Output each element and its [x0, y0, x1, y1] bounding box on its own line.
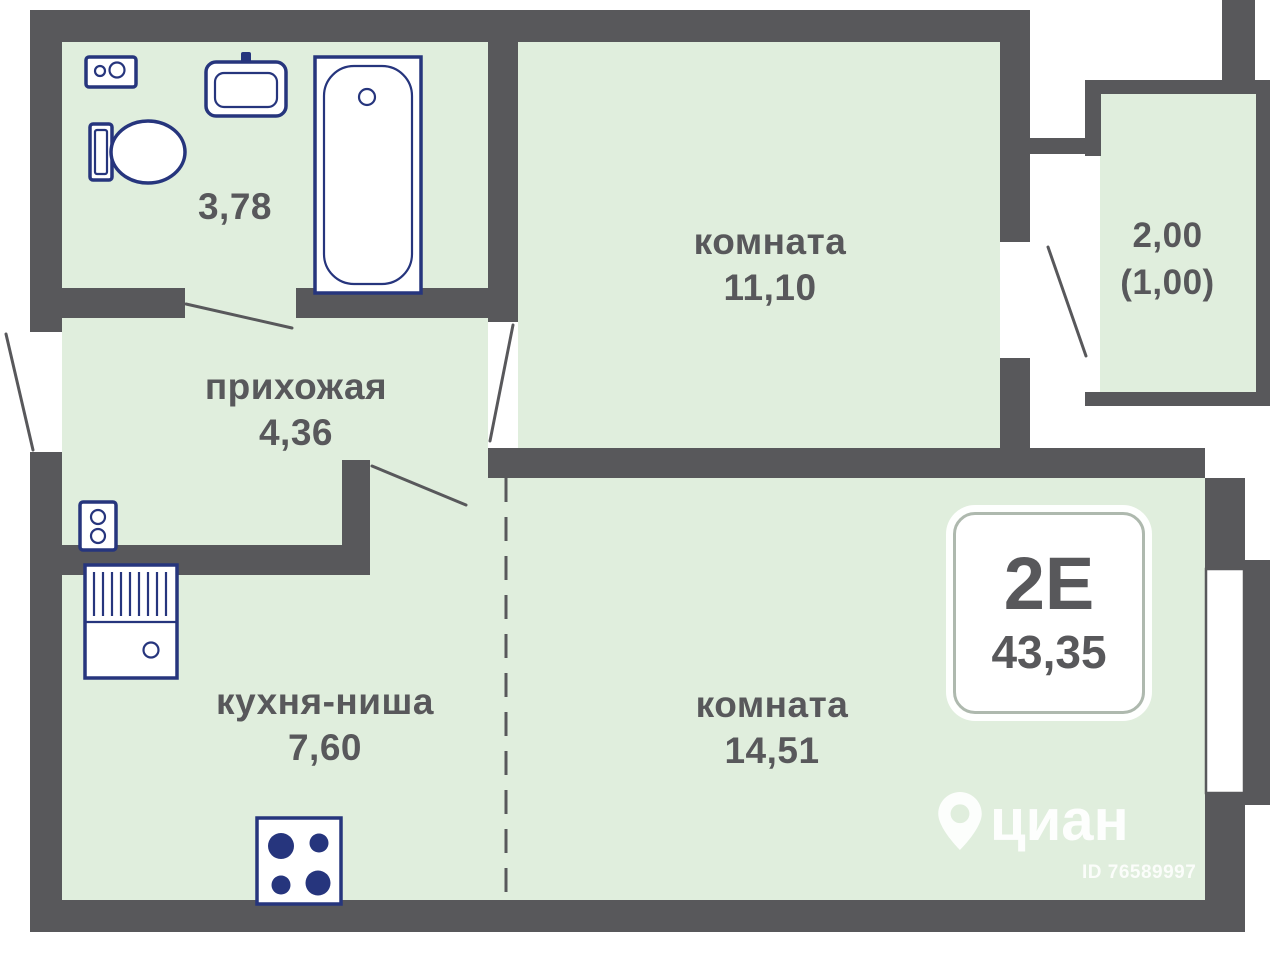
bathroom-area-label: 3,78 [197, 186, 272, 227]
room-bottom-label: комната [695, 684, 849, 725]
walls [30, 0, 1270, 932]
toilet-icon [88, 119, 187, 185]
room-top-area-label: 11,10 [723, 267, 817, 308]
electric-panel-icon [78, 500, 118, 552]
apartment-type-label: 2Е [1003, 542, 1095, 625]
listing-id-label: ID 76589997 [1082, 862, 1197, 883]
hallway-area-label: 4,36 [258, 412, 333, 453]
stove-icon [255, 816, 343, 906]
kitchen-label: кухня-ниша [216, 681, 434, 722]
apartment-type-badge: 2Е 43,35 [953, 512, 1145, 714]
balcony-door-swing [1046, 245, 1088, 358]
kitchen-sink-icon [83, 563, 179, 680]
balcony-area-label: 2,00 [1132, 216, 1203, 255]
room-top-door-swing [488, 323, 515, 443]
washer-icon [84, 55, 138, 89]
cian-brand-label: циан [990, 788, 1129, 853]
bathroom-door-swing [184, 302, 294, 330]
cian-watermark: циан [938, 792, 1129, 850]
room-top-label: комната [693, 221, 847, 262]
room-bottom-area-label: 14,51 [724, 730, 820, 771]
bathtub-icon [313, 55, 423, 295]
balcony-area-alt-label: (1,00) [1120, 263, 1215, 302]
kitchen-door-swing [370, 464, 468, 507]
kitchen-area-label: 7,60 [287, 727, 362, 768]
cian-pin-icon [938, 792, 982, 850]
window [1204, 567, 1246, 795]
hallway-label: прихожая [204, 366, 388, 407]
room-floor-areas [62, 42, 1256, 900]
entrance-door-swing [4, 332, 35, 452]
door-swing-lines [4, 245, 1088, 507]
total-area-label: 43,35 [991, 626, 1107, 678]
sink-icon [204, 52, 288, 118]
